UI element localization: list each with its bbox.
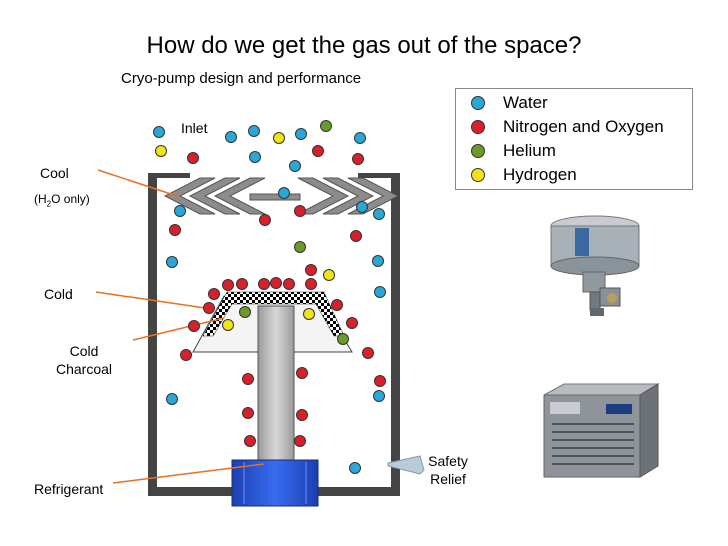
legend-item-water: Water [471,91,548,115]
nitrogen-oxygen-molecule [188,153,199,164]
nitrogen-oxygen-molecule [332,300,343,311]
water-molecule [175,206,186,217]
nitrogen-oxygen-molecule [170,225,181,236]
nitrogen-oxygen-molecule [209,289,220,300]
nitrogen-oxygen-molecule [237,279,248,290]
water-molecule [279,188,290,199]
nitrogen-oxygen-molecule [204,303,215,314]
nitrogen-oxygen-molecule [306,265,317,276]
nitrogen-oxygen-molecule [306,279,317,290]
cool-note: (H2O only) [34,192,90,208]
nitrogen-oxygen-molecule [351,231,362,242]
nitrogen-oxygen-molecule [297,368,308,379]
water-molecule [154,127,165,138]
hydrogen-molecule [274,133,285,144]
nitrogen-oxygen-molecule [243,408,254,419]
nitrogen-oxygen-molecule [223,280,234,291]
nitrogen-oxygen-swatch-icon [471,120,485,134]
nitrogen-oxygen-molecule [181,350,192,361]
legend-item-hydrogen: Hydrogen [471,163,577,187]
water-molecule [249,126,260,137]
nitrogen-oxygen-molecule [363,348,374,359]
hydrogen-molecule [324,270,335,281]
cold-finger [258,306,294,462]
water-molecule [250,152,261,163]
nitrogen-oxygen-molecule [260,215,271,226]
helium-molecule [321,121,332,132]
hydrogen-molecule [304,309,315,320]
nitrogen-oxygen-molecule [271,278,282,289]
water-molecule [374,209,385,220]
nitrogen-oxygen-molecule [259,279,270,290]
inlet-label: Inlet [181,120,207,136]
cold-label: Cold [44,286,73,302]
nitrogen-oxygen-molecule [295,436,306,447]
water-molecule [375,287,386,298]
helium-molecule [240,307,251,318]
water-molecule [296,129,307,140]
cool-label: Cool [40,165,69,181]
nitrogen-oxygen-molecule [297,410,308,421]
water-molecule [373,256,384,267]
helium-molecule [295,242,306,253]
nitrogen-oxygen-molecule [189,321,200,332]
water-molecule [350,463,361,474]
nitrogen-oxygen-molecule [375,376,386,387]
legend-item-nitrogen-oxygen: Nitrogen and Oxygen [471,115,664,139]
cryopump-photo-icon [542,210,648,322]
nitrogen-oxygen-molecule [313,146,324,157]
water-molecule [374,391,385,402]
water-molecule [357,202,368,213]
nitrogen-oxygen-molecule [284,279,295,290]
helium-molecule [338,334,349,345]
nitrogen-oxygen-molecule [347,318,358,329]
legend-item-helium: Helium [471,139,556,163]
nitrogen-oxygen-molecule [243,374,254,385]
water-molecule [167,257,178,268]
water-molecule [355,133,366,144]
hydrogen-molecule [223,320,234,331]
nitrogen-oxygen-molecule [353,154,364,165]
water-molecule [290,161,301,172]
water-molecule [167,394,178,405]
water-molecule [226,132,237,143]
nitrogen-oxygen-molecule [295,206,306,217]
helium-swatch-icon [471,144,485,158]
water-swatch-icon [471,96,485,110]
refrigerant-label: Refrigerant [34,481,103,497]
nitrogen-oxygen-molecule [245,436,256,447]
compressor-photo-icon [544,384,658,477]
hydrogen-swatch-icon [471,168,485,182]
safety-relief-label: Safety Relief [422,452,474,488]
cold-charcoal-label: Cold Charcoal [46,342,122,378]
hydrogen-molecule [156,146,167,157]
legend: Water Nitrogen and Oxygen Helium Hydroge… [455,88,693,190]
